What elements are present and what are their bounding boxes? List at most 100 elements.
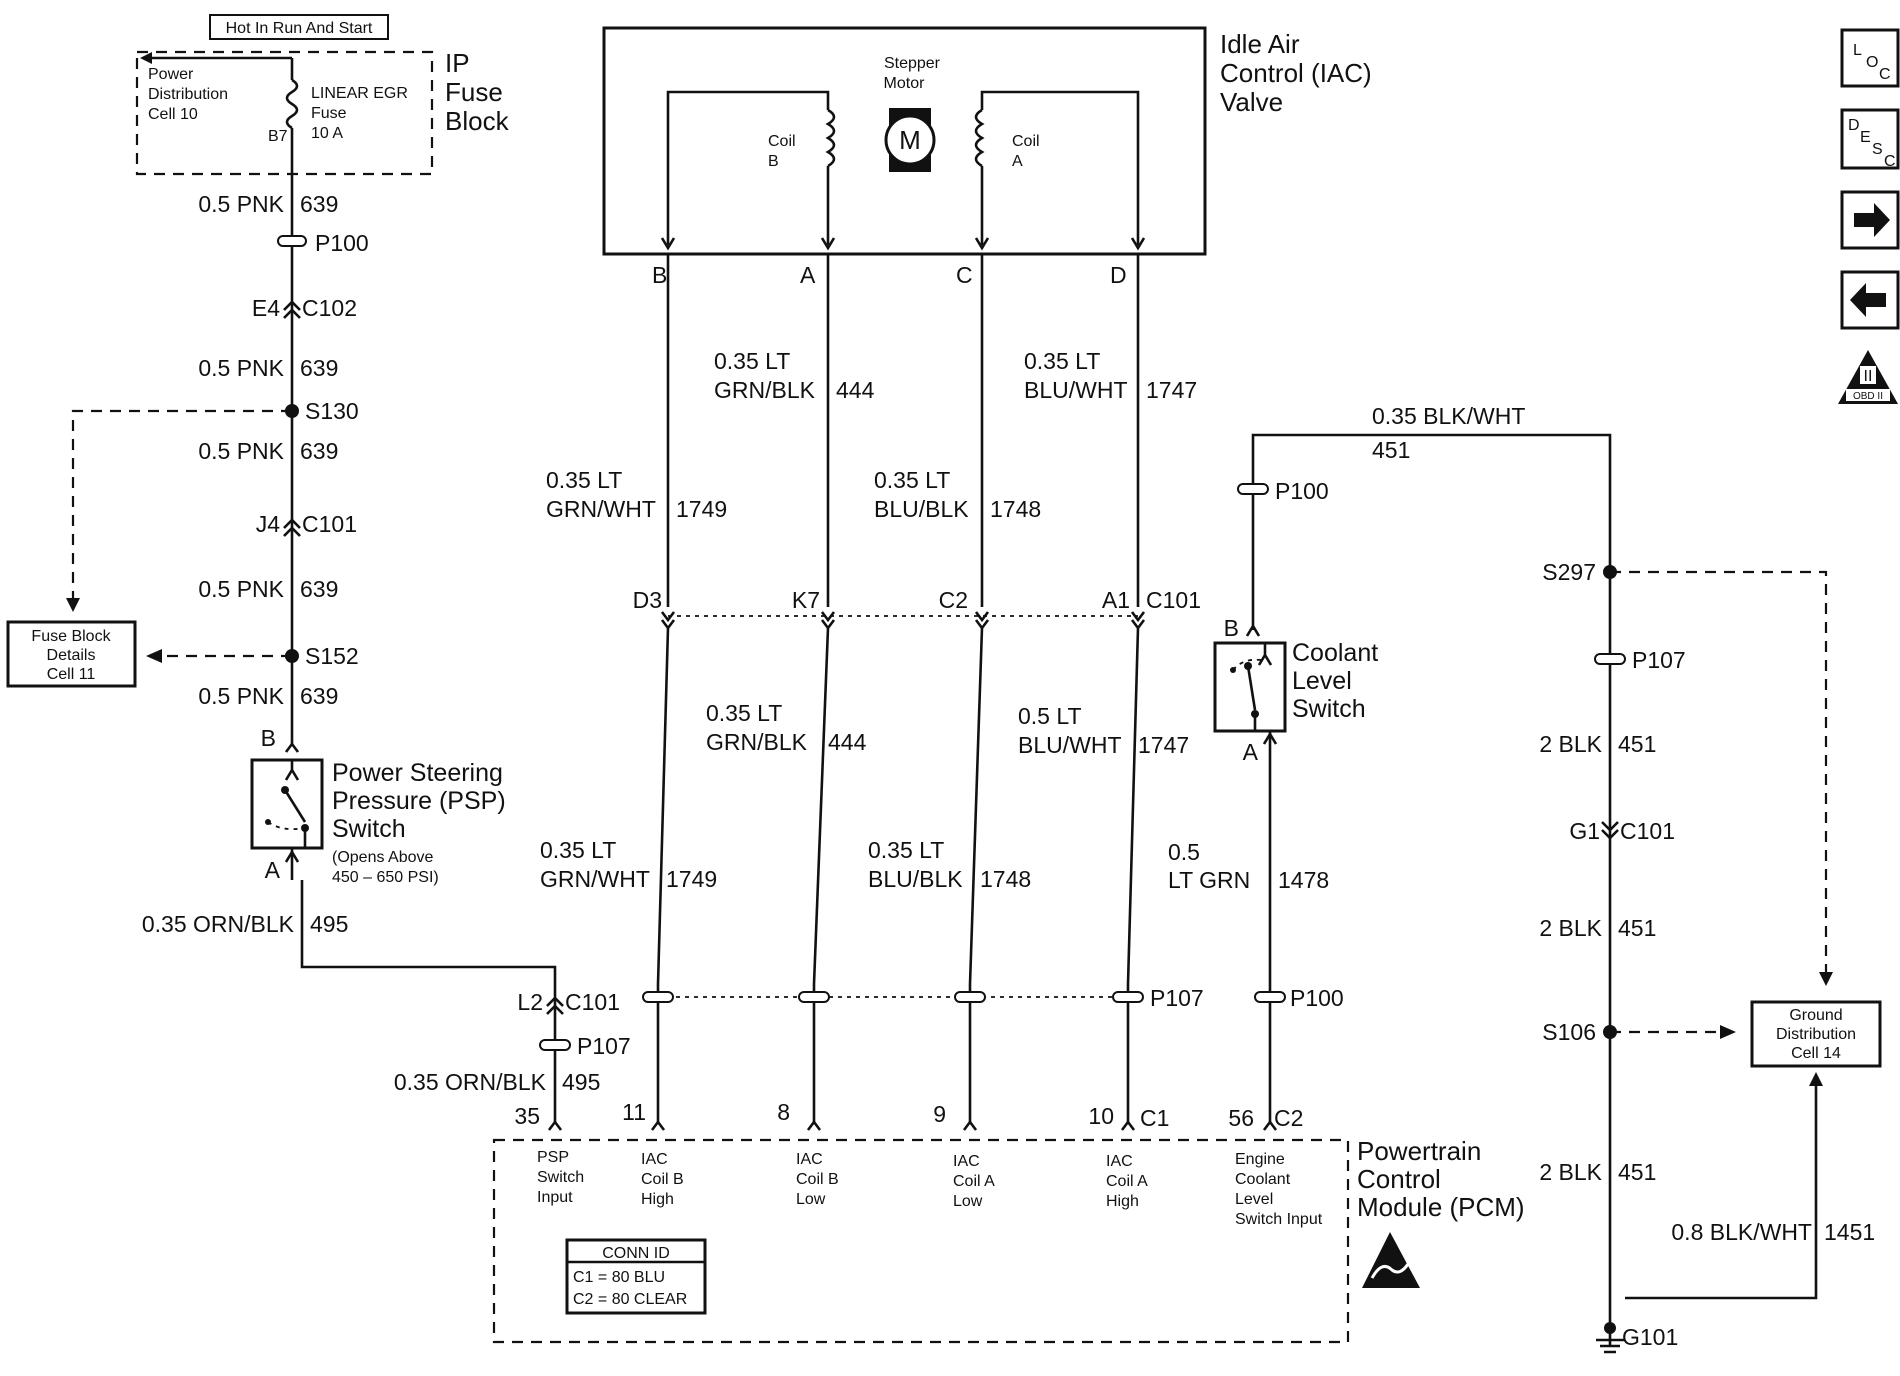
c101-iac-label: C101 xyxy=(1146,587,1201,613)
coolant-title1: Coolant xyxy=(1292,639,1378,667)
next-arrow-button[interactable] xyxy=(1840,190,1900,250)
conn-id-c1: C1 = 80 BLU xyxy=(573,1269,665,1286)
w639-5-circuit: 639 xyxy=(300,683,338,709)
hot-in-run-label: Hot In Run And Start xyxy=(226,20,373,37)
pcm-title1: Powertrain xyxy=(1357,1136,1481,1166)
s106-ref-arrow-icon xyxy=(1720,1025,1736,1039)
s297-label: S297 xyxy=(1542,559,1596,585)
pcm-in-cbh-1: IAC xyxy=(641,1151,668,1168)
prev-arrow-button[interactable] xyxy=(1840,270,1900,330)
s130-label: S130 xyxy=(305,398,359,424)
p100-coolant-top-icon xyxy=(1237,483,1269,495)
loc-button[interactable]: L O C xyxy=(1840,28,1900,88)
s152-label: S152 xyxy=(305,643,359,669)
wg-3-gauge: 2 BLK xyxy=(1539,1159,1602,1185)
c101-j4-pin: J4 xyxy=(256,511,281,537)
desc-e: E xyxy=(1860,129,1871,146)
c102-pin: E4 xyxy=(252,295,280,321)
pcm-pin-11: 11 xyxy=(622,1099,646,1125)
pcm-pin-35: 35 xyxy=(514,1103,540,1129)
fuse-block-details-box[interactable] xyxy=(6,620,137,688)
obd-ii-button[interactable]: II OBD II xyxy=(1838,350,1898,404)
wg-2-gauge: 2 BLK xyxy=(1539,915,1602,941)
ip-fuse-title2: Fuse xyxy=(445,77,503,107)
power-dist-line3: Cell 10 xyxy=(148,106,198,123)
pcm-in-cah-3: High xyxy=(1106,1193,1139,1210)
w1749-u-l2: GRN/WHT xyxy=(546,496,656,522)
c101-g1-label: C101 xyxy=(1620,818,1675,844)
p107-psp-connector-icon xyxy=(539,1039,571,1051)
wire-1451 xyxy=(1625,1080,1818,1300)
c101-l2-pin: L2 xyxy=(517,989,543,1015)
w1747-u-circuit: 1747 xyxy=(1146,377,1197,403)
psp-title3: Switch xyxy=(332,815,406,843)
p107-1748-connector-icon xyxy=(954,991,986,1003)
iac-title3: Valve xyxy=(1220,87,1283,117)
coolant-title3: Switch xyxy=(1292,695,1366,723)
ground-dist-box[interactable] xyxy=(1750,1000,1882,1068)
coil-b-line2: B xyxy=(768,153,779,170)
esd-warning-icon xyxy=(1362,1232,1420,1288)
coil-a-icon xyxy=(974,108,985,168)
coil-a-loop xyxy=(980,90,1140,245)
psp-note2: 450 – 650 PSI) xyxy=(332,869,439,886)
w444-l-l2: GRN/BLK xyxy=(706,729,808,755)
wg-1-gauge: 2 BLK xyxy=(1539,731,1602,757)
w1478-gauge: 0.5 xyxy=(1168,839,1200,865)
pcm-in-psp-3: Input xyxy=(537,1189,573,1206)
pcm-in-cal-2: Coil A xyxy=(953,1173,995,1190)
stepper-line2: Motor xyxy=(884,75,926,92)
w1747-l-circuit: 1747 xyxy=(1138,732,1189,758)
power-dist-line2: Distribution xyxy=(148,86,228,103)
hot-in-run-box xyxy=(209,14,389,40)
pcm-in-cal-3: Low xyxy=(953,1193,983,1210)
motor-letter: M xyxy=(899,125,921,155)
pcm-in-cbl-2: Coil B xyxy=(796,1171,839,1188)
conn-id-header: CONN ID xyxy=(602,1245,670,1262)
motor-icon xyxy=(884,114,936,166)
pcm-pin-10: 10 xyxy=(1088,1103,1114,1129)
gnd-dist-line2: Distribution xyxy=(1776,1026,1856,1043)
w1749-l-circuit: 1749 xyxy=(666,866,717,892)
coil-b-loop xyxy=(666,90,830,245)
ip-fuse-title1: IP xyxy=(445,48,470,78)
iac-title1: Idle Air xyxy=(1220,29,1300,59)
w451-top-circuit: 451 xyxy=(1372,437,1410,463)
w1747-l-l2: BLU/WHT xyxy=(1018,732,1122,758)
coolant-switch-contact-icon xyxy=(1246,665,1257,711)
gnd-dist-line1: Ground xyxy=(1789,1007,1842,1024)
p107-1747-connector-icon xyxy=(1112,991,1144,1003)
p107-1749-connector-icon xyxy=(642,991,674,1003)
pcm-in-psp-2: Switch xyxy=(537,1169,584,1186)
w1749-l-l2: GRN/WHT xyxy=(540,866,650,892)
g101-ground-icon xyxy=(1604,1322,1616,1334)
w639-2-circuit: 639 xyxy=(300,355,338,381)
pcm-outline xyxy=(492,1138,1350,1344)
s297-ref-arrow-icon xyxy=(1819,972,1833,986)
c101-j4-label: C101 xyxy=(302,511,357,537)
c101-l2-label: C101 xyxy=(565,989,620,1015)
c101-j4-connector-icon xyxy=(283,518,301,537)
conn-id-table xyxy=(565,1238,707,1315)
psp-note1: (Opens Above xyxy=(332,849,434,866)
wire-1747 xyxy=(1126,254,1146,985)
loc-c: C xyxy=(1879,66,1891,83)
arrow-right-icon xyxy=(1854,203,1890,237)
ground-circuit: S297 P107 2 BLK 451 G1 C101 2 BLK 451 S1… xyxy=(1539,559,1882,1354)
s152-ref-arrow-icon xyxy=(146,649,162,663)
arrow-left-icon xyxy=(1850,283,1886,317)
s130-ref-line xyxy=(71,409,292,598)
psp-title2: Pressure (PSP) xyxy=(332,787,506,815)
p100-label: P100 xyxy=(315,230,369,256)
fuse-line2: Fuse xyxy=(311,105,347,122)
w1451-gauge: 0.8 BLK/WHT xyxy=(1671,1219,1812,1245)
pcm-pin-56: 56 xyxy=(1228,1105,1254,1131)
desc-button[interactable]: D E S C xyxy=(1840,108,1900,170)
p107-444-connector-icon xyxy=(798,991,830,1003)
power-dist-arrow-icon xyxy=(140,52,152,64)
fuse-details-line3: Cell 11 xyxy=(47,666,96,683)
w1478-circuit: 1478 xyxy=(1278,867,1329,893)
wire-451-top xyxy=(1251,433,1612,1345)
p107-ground-icon xyxy=(1594,653,1626,665)
